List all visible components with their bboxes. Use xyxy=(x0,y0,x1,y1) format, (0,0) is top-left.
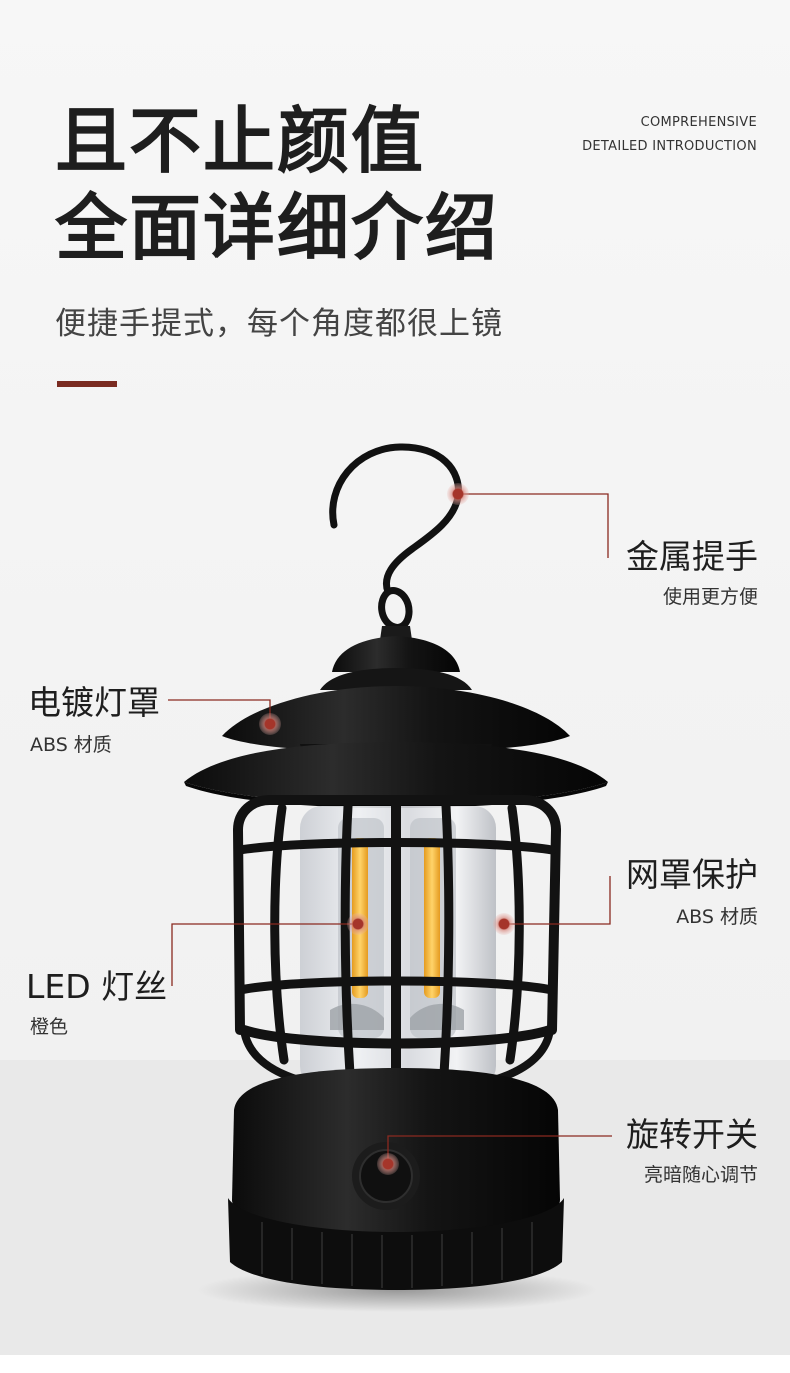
marker-handle xyxy=(447,483,469,505)
led-filament-right xyxy=(424,838,440,998)
marker-dots xyxy=(259,483,515,1175)
guard-cage xyxy=(233,795,561,1099)
marker-switch xyxy=(377,1153,399,1175)
headline-line-2: 全面详细介绍 xyxy=(55,186,500,270)
headline-subtitle: 便捷手提式，每个角度都很上镜 xyxy=(55,306,503,342)
english-tag-line-2: DETAILED INTRODUCTION xyxy=(582,139,757,154)
callout-shade-sub: ABS 材质 xyxy=(30,734,112,756)
callout-filament-sub: 橙色 xyxy=(30,1016,69,1038)
marker-shade xyxy=(259,713,281,735)
callout-switch-sub: 亮暗随心调节 xyxy=(643,1164,758,1186)
callout-handle-sub: 使用更方便 xyxy=(662,586,758,608)
callout-shade-title: 电镀灯罩 xyxy=(28,683,160,722)
footer-strip xyxy=(0,1355,790,1373)
marker-guard xyxy=(493,913,515,935)
callout-switch-title: 旋转开关 xyxy=(626,1115,758,1154)
metal-handle-hook xyxy=(329,443,462,631)
callout-handle-title: 金属提手 xyxy=(626,537,758,576)
callout-filament-title: LED 灯丝 xyxy=(26,967,168,1006)
marker-filament xyxy=(347,913,369,935)
english-tag-line-1: COMPREHENSIVE xyxy=(640,115,757,130)
callout-guard-sub: ABS 材质 xyxy=(676,906,758,928)
accent-bar xyxy=(57,381,117,387)
headline-line-1: 且不止颜值 xyxy=(55,99,426,183)
callout-guard-title: 网罩保护 xyxy=(626,855,758,894)
